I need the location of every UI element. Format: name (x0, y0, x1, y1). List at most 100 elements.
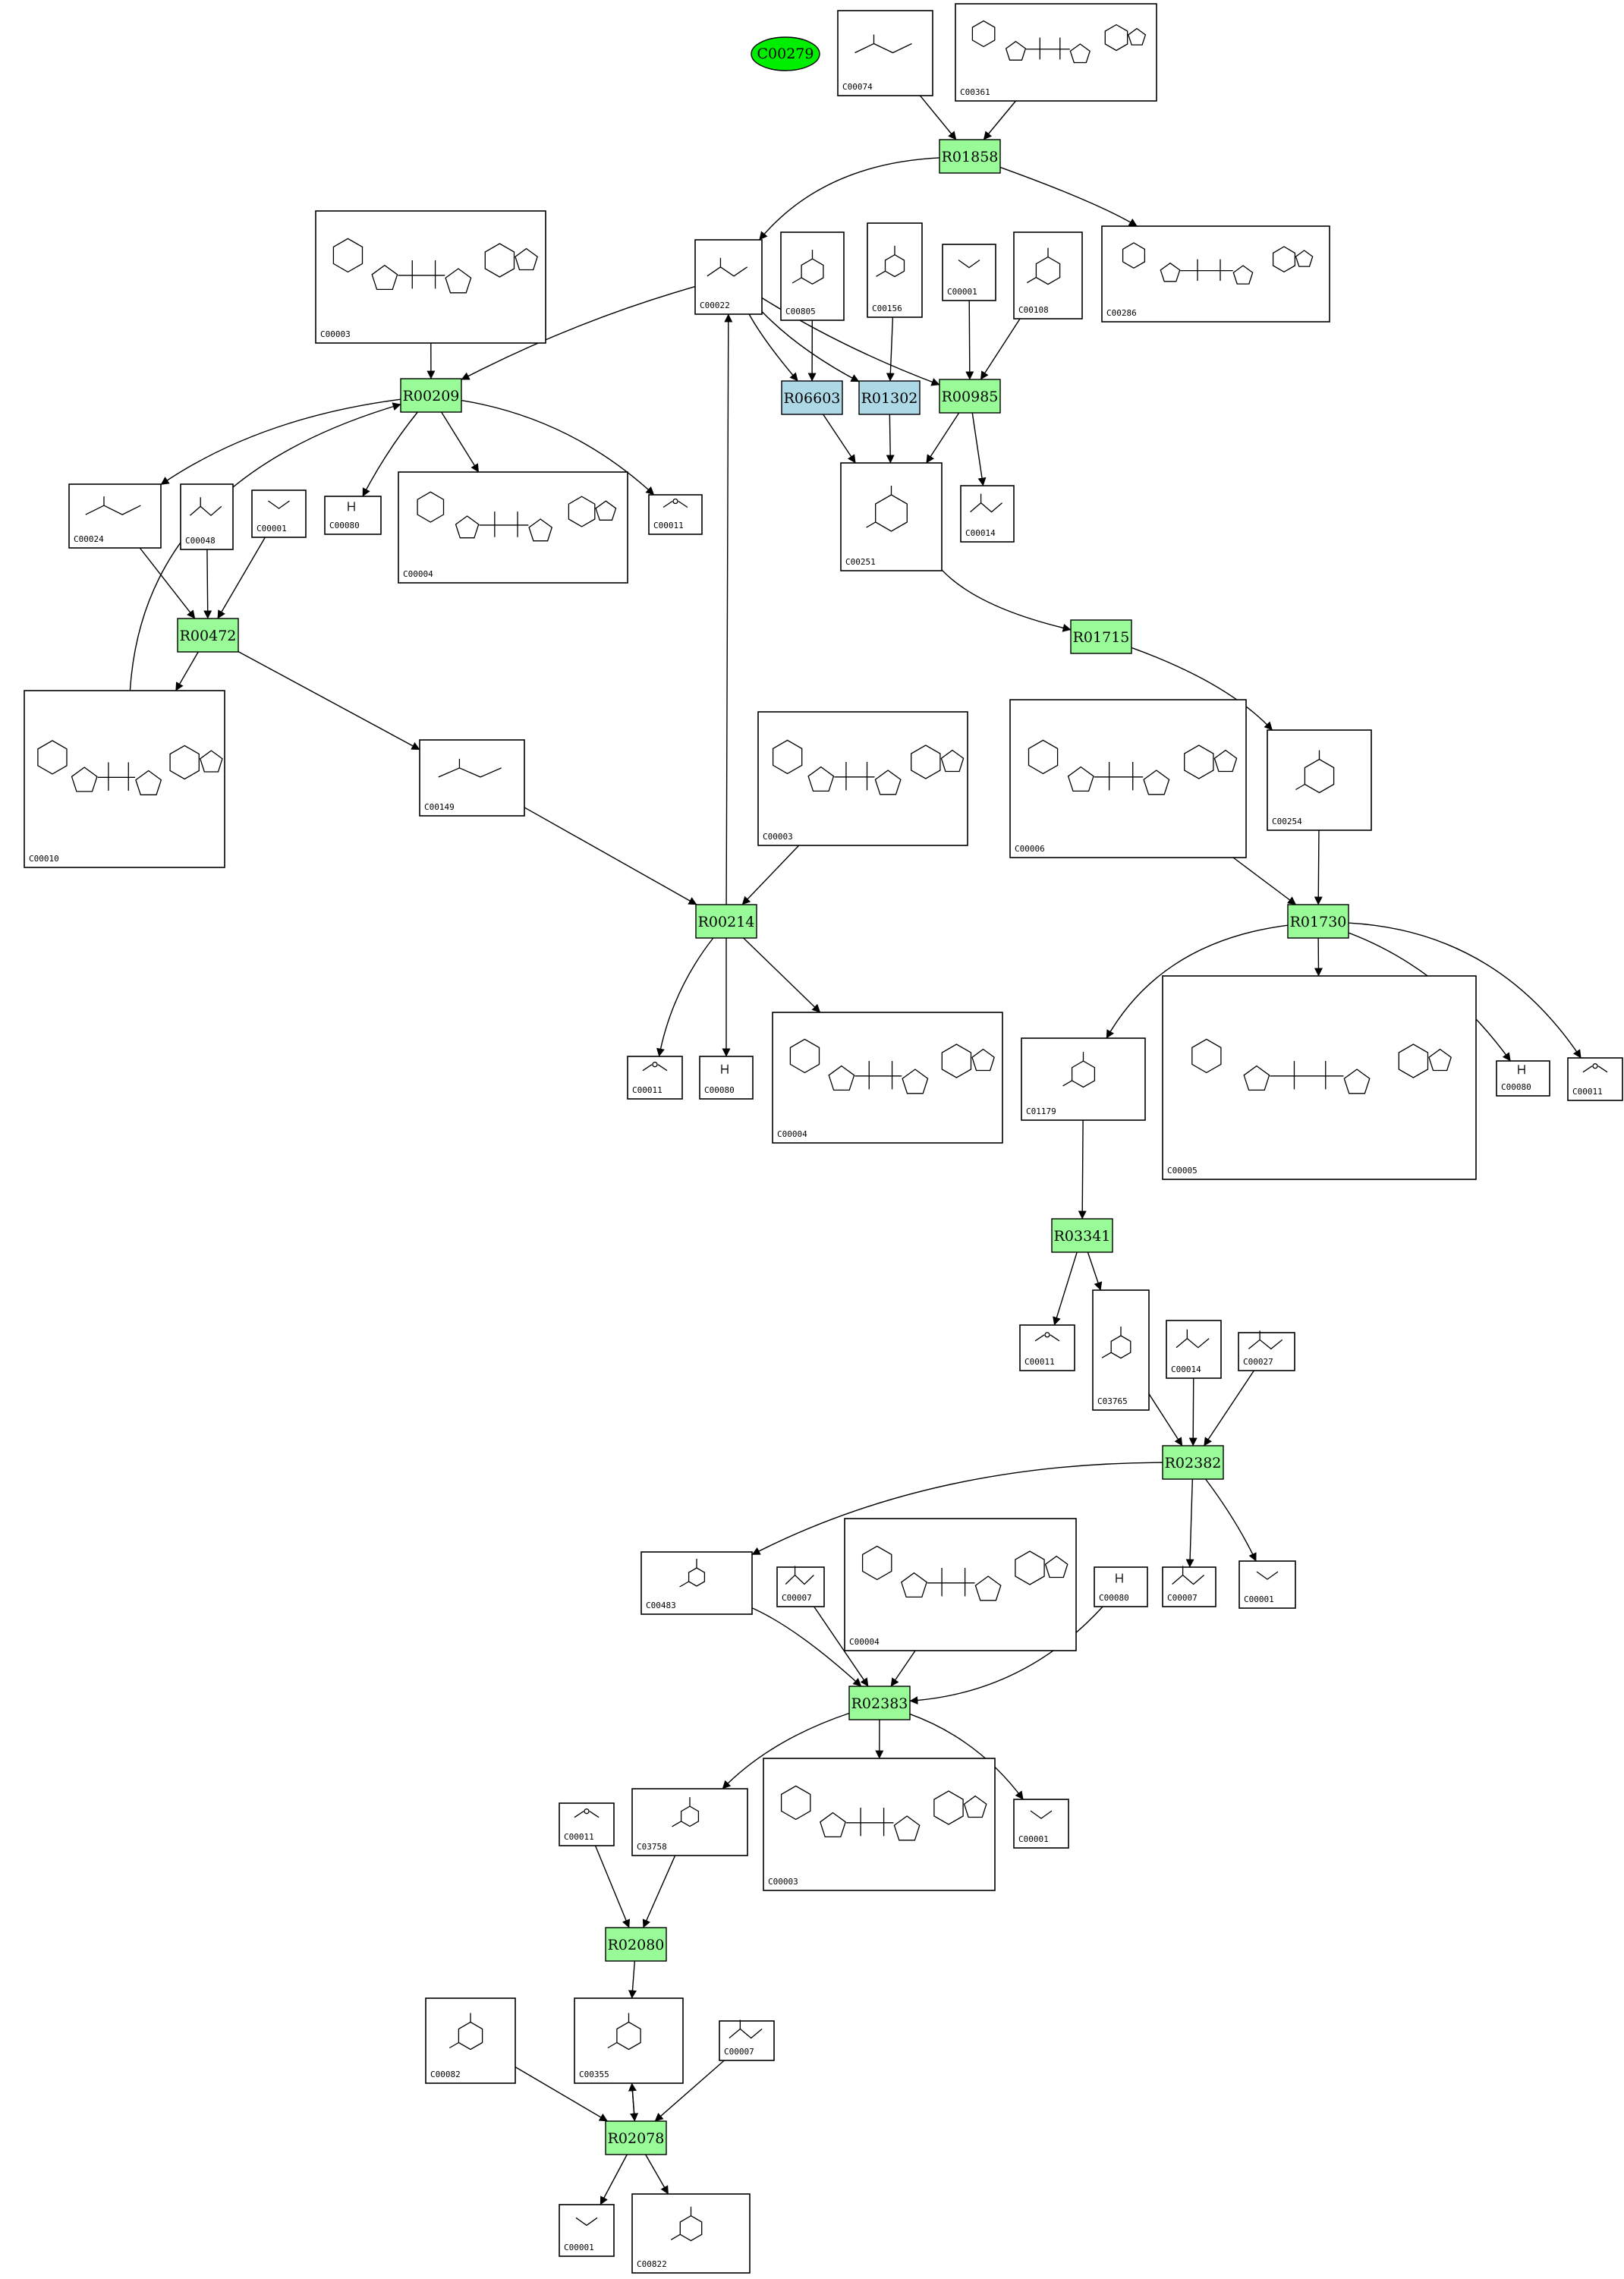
compound-box (772, 1012, 1003, 1144)
reaction-node[interactable]: R00985 (939, 379, 1001, 414)
reaction-box (939, 379, 1001, 414)
compound-id-label: C00014 (1171, 1365, 1201, 1374)
reaction-node[interactable]: R01302 (858, 380, 921, 415)
compound-box (757, 711, 968, 846)
reaction-node[interactable]: R03341 (1051, 1218, 1113, 1253)
compound-node[interactable]: C00004 (772, 1012, 1003, 1144)
compound-box (1267, 729, 1372, 831)
compound-node[interactable]: C00251 (840, 462, 943, 571)
edge-R01715-to-C00254 (1131, 647, 1273, 731)
reaction-node[interactable]: R02080 (605, 1927, 667, 1962)
compound-id-label: C00361 (960, 87, 990, 97)
compound-node[interactable]: C00001 (1238, 1560, 1296, 1609)
reaction-node[interactable]: R00214 (695, 904, 757, 939)
compound-node[interactable]: C00001 (942, 244, 996, 301)
compound-box (942, 244, 996, 301)
reaction-id-label: R01302 (861, 390, 918, 407)
compound-node[interactable]: C00003 (757, 711, 968, 846)
compound-node[interactable]: C03765 (1092, 1289, 1150, 1411)
compound-node[interactable]: C00355 (574, 1997, 684, 2084)
structure-icon (780, 1785, 987, 1841)
reaction-node[interactable]: R02382 (1162, 1445, 1224, 1480)
reaction-node[interactable]: R01715 (1070, 619, 1132, 654)
compound-node[interactable]: C03758 (631, 1788, 748, 1856)
compound-node[interactable]: C00022 (694, 239, 763, 315)
reaction-node[interactable]: R01858 (939, 139, 1001, 174)
compound-node[interactable]: C00080 (324, 496, 382, 535)
compound-node[interactable]: C00024 (68, 483, 162, 549)
edge-R00209-to-C00024 (160, 398, 401, 486)
compound-node[interactable]: C00006 (1009, 699, 1247, 858)
compound-node[interactable]: C00001 (559, 2204, 615, 2257)
compound-node[interactable]: C01179 (1021, 1037, 1146, 1121)
reaction-node[interactable]: R02383 (848, 1686, 911, 1720)
reaction-node[interactable]: R00209 (400, 378, 462, 413)
compound-box (1092, 1289, 1150, 1411)
compound-node[interactable]: C00014 (960, 485, 1015, 543)
compound-box (627, 1056, 683, 1100)
edge-R00214-to-C00011b (656, 937, 714, 1057)
compound-box (631, 1788, 748, 1856)
structure-icon (575, 2217, 598, 2227)
compound-node[interactable]: C00361 (955, 3, 1157, 102)
compound-node[interactable]: C00001 (251, 489, 307, 538)
compound-node[interactable]: C00080 (1496, 1060, 1550, 1097)
compound-id-label: C00080 (1099, 1593, 1129, 1603)
compound-node[interactable]: C00082 (425, 1997, 516, 2084)
compound-node[interactable]: C00010 (24, 690, 225, 868)
compound-node[interactable]: C00156 (867, 222, 923, 318)
compound-node[interactable]: C00007 (1162, 1566, 1216, 1607)
compound-node[interactable]: C00080 (699, 1056, 754, 1100)
compound-node[interactable]: C00004 (398, 471, 628, 584)
compound-node[interactable]: C00080 (1094, 1566, 1148, 1607)
compound-node[interactable]: C00011 (1019, 1324, 1075, 1371)
compound-node[interactable]: C00254 (1267, 729, 1372, 831)
compound-node[interactable]: C00011 (559, 1802, 615, 1846)
reaction-node[interactable]: R01730 (1287, 904, 1349, 939)
edge-C00027-to-R02382 (1204, 1370, 1254, 1446)
reaction-node[interactable]: R06603 (781, 380, 843, 415)
compound-node[interactable]: C00011 (1567, 1057, 1623, 1101)
compound-id-label: C00108 (1018, 305, 1049, 315)
compound-node[interactable]: C00011 (648, 494, 703, 535)
compound-node[interactable]: C00007 (776, 1566, 825, 1607)
compound-id-label: C00001 (1018, 1834, 1049, 1844)
compound-node[interactable]: C00286 (1101, 225, 1330, 323)
edge-C00074-to-R01858 (919, 95, 957, 140)
compound-box (1094, 1566, 1148, 1607)
reaction-node[interactable]: R02078 (605, 2120, 667, 2155)
compound-box (844, 1518, 1077, 1651)
compound-highlight-node[interactable]: C00279 (751, 36, 820, 71)
compound-id-label: C00286 (1106, 308, 1137, 318)
reaction-node[interactable]: R00472 (177, 618, 239, 653)
compound-node[interactable]: C00074 (837, 10, 933, 96)
compound-id-label: C00483 (646, 1601, 676, 1610)
structure-icon (189, 497, 222, 517)
edge-C00001-to-R00985 (965, 300, 974, 380)
compound-node[interactable]: C00001 (1013, 1799, 1069, 1849)
compound-node[interactable]: C00014 (1166, 1320, 1222, 1379)
compound-node[interactable]: C00003 (315, 210, 546, 344)
compound-node[interactable]: C00149 (419, 739, 525, 817)
compound-id-label: C03765 (1097, 1396, 1128, 1406)
compound-node[interactable]: C00822 (631, 2193, 751, 2274)
structure-icon (1101, 1327, 1131, 1359)
compound-node[interactable]: C00005 (1162, 975, 1477, 1180)
compound-node[interactable]: C00027 (1238, 1330, 1295, 1371)
compound-box (1013, 231, 1083, 320)
compound-node[interactable]: C00805 (780, 231, 845, 321)
compound-node[interactable]: C00004 (844, 1518, 1077, 1651)
compound-node[interactable]: C00483 (640, 1551, 753, 1615)
compound-box (640, 1551, 753, 1615)
compound-node[interactable]: C00108 (1013, 231, 1083, 320)
edge-R03341-to-C03765 (1087, 1251, 1103, 1291)
compound-node[interactable]: C00048 (180, 483, 234, 550)
compound-node[interactable]: C00011 (627, 1056, 683, 1100)
compound-box (1496, 1060, 1550, 1097)
edge-R02382-to-C00007b (1185, 1478, 1194, 1568)
compound-box (694, 239, 763, 315)
compound-box (1009, 699, 1247, 858)
compound-node[interactable]: C00003 (763, 1758, 996, 1891)
compound-node[interactable]: C00007 (719, 2019, 775, 2061)
